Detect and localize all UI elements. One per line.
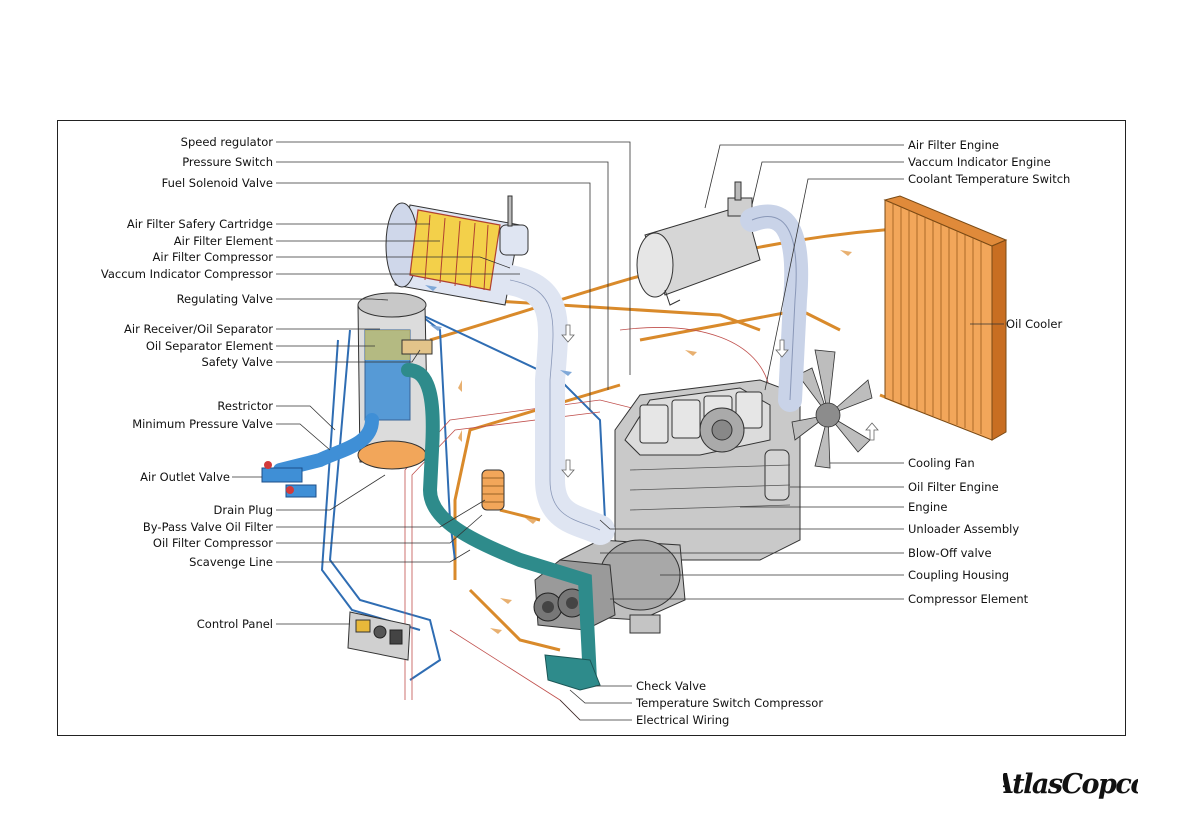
label-electrical-wiring: Electrical Wiring (636, 713, 729, 727)
compressor-intake-pipe (495, 265, 615, 545)
bottom-labels: Check Valve Temperature Switch Compresso… (635, 679, 823, 727)
label-oil-filter-engine: Oil Filter Engine (908, 480, 999, 494)
label-air-filter-compressor: Air Filter Compressor (153, 250, 274, 264)
air-outlet-valve (261, 461, 317, 498)
label-bypass-valve-oil-filter: By-Pass Valve Oil Filter (143, 520, 273, 534)
label-check-valve: Check Valve (636, 679, 706, 693)
label-oil-separator-element: Oil Separator Element (146, 339, 274, 353)
engine (614, 379, 801, 561)
label-oil-filter-compressor: Oil Filter Compressor (153, 536, 273, 550)
label-scavenge-line: Scavenge Line (189, 555, 273, 569)
flow-arrows-blue (425, 285, 572, 376)
check-valve (544, 654, 601, 691)
cooling-fan (791, 349, 873, 469)
label-vaccum-indicator-compressor: Vaccum Indicator Compressor (101, 267, 273, 281)
label-cooling-fan: Cooling Fan (908, 456, 975, 470)
label-regulating-valve: Regulating Valve (177, 292, 273, 306)
compressor-element (533, 539, 686, 634)
label-blow-off-valve: Blow-Off valve (908, 546, 992, 560)
right-labels: Air Filter Engine Vaccum Indicator Engin… (908, 138, 1070, 606)
oil-filter-compressor (481, 469, 505, 511)
label-oil-cooler: Oil Cooler (1006, 317, 1062, 331)
leader-lines (232, 141, 1004, 721)
label-air-filter-element: Air Filter Element (174, 234, 274, 248)
label-air-outlet-valve: Air Outlet Valve (140, 470, 230, 484)
diagram-frame (57, 120, 1126, 736)
control-panel (347, 611, 411, 661)
oil-cooler (883, 195, 1008, 441)
flow-arrows (458, 250, 852, 634)
label-temperature-switch-compressor: Temperature Switch Compressor (635, 696, 823, 710)
air-receiver-oil-separator (357, 292, 433, 470)
label-drain-plug: Drain Plug (214, 503, 274, 517)
label-control-panel: Control Panel (197, 617, 273, 631)
label-air-filter-engine: Air Filter Engine (908, 138, 999, 152)
label-compressor-element: Compressor Element (908, 592, 1029, 606)
label-minimum-pressure-valve: Minimum Pressure Valve (132, 417, 273, 431)
label-fuel-solenoid-valve: Fuel Solenoid Valve (162, 176, 273, 190)
label-air-receiver-oil-separator: Air Receiver/Oil Separator (124, 322, 273, 336)
label-restrictor: Restrictor (217, 399, 273, 413)
air-filter-engine (636, 181, 761, 306)
minimum-pressure-line (273, 413, 379, 477)
label-pressure-switch: Pressure Switch (182, 155, 273, 169)
discharge-pipe (401, 363, 597, 687)
label-unloader-assembly: Unloader Assembly (908, 522, 1019, 536)
label-air-filter-safety-cartridge: Air Filter Safery Cartridge (127, 217, 273, 231)
left-labels: Speed regulator Pressure Switch Fuel Sol… (101, 135, 274, 631)
label-coupling-housing: Coupling Housing (908, 568, 1009, 582)
label-speed-regulator: Speed regulator (181, 135, 274, 149)
atlas-copco-logo: AtlasCopco (1003, 769, 1138, 800)
label-vaccum-indicator-engine: Vaccum Indicator Engine (908, 155, 1051, 169)
air-flow-arrows (561, 324, 879, 478)
logo-text: AtlasCopco (1003, 769, 1138, 800)
label-safety-valve: Safety Valve (201, 355, 273, 369)
label-coolant-temperature-switch: Coolant Temperature Switch (908, 172, 1070, 186)
label-engine: Engine (908, 500, 947, 514)
